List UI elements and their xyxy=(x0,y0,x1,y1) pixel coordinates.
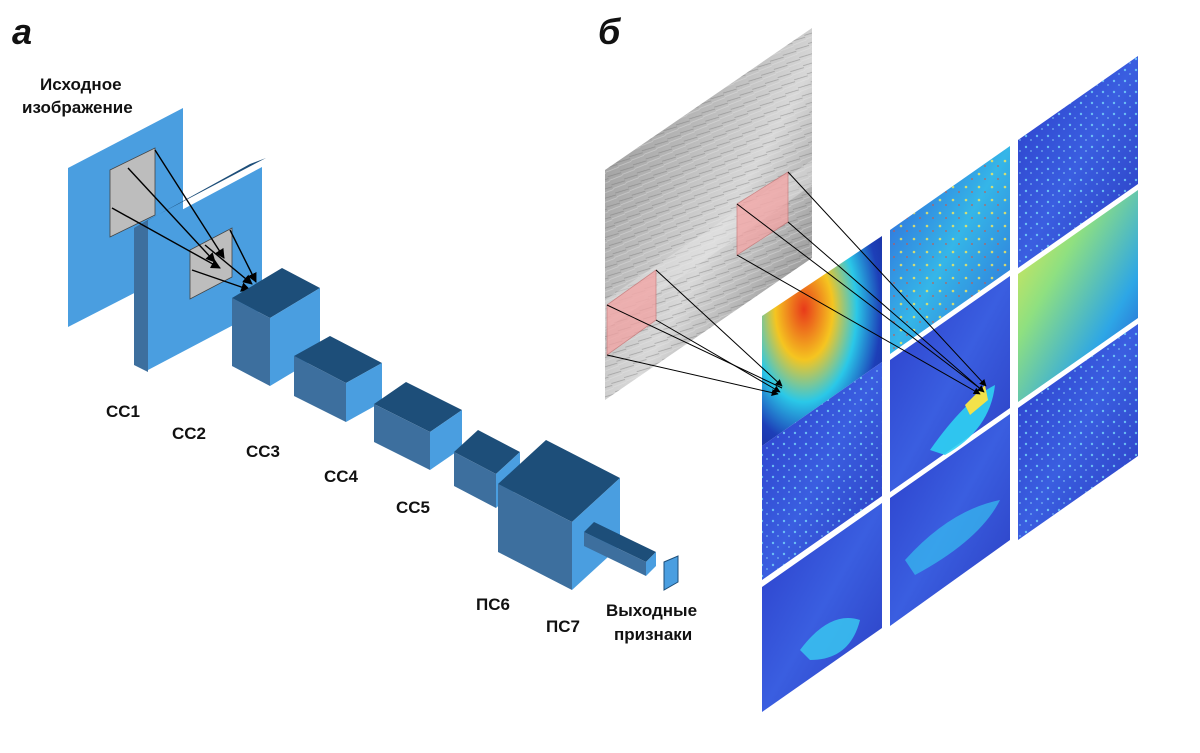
output-label-line1: Выходные xyxy=(606,601,697,620)
panel-a-letter: а xyxy=(12,11,32,52)
input-label-line2: изображение xyxy=(22,98,133,117)
feature-map-c3-r2 xyxy=(1018,190,1138,402)
conv-arrows-a xyxy=(111,149,257,292)
receptive-window-1 xyxy=(109,147,156,238)
input-photo-plane xyxy=(605,28,812,400)
feature-map-grid xyxy=(762,56,1138,712)
layer-pc7-block xyxy=(584,522,656,576)
layer-cc3-block xyxy=(294,336,382,422)
output-features-block xyxy=(663,555,679,591)
feature-map-c1-r3 xyxy=(762,503,882,712)
feature-map-c2-r3 xyxy=(890,414,1010,626)
feature-map-c2-r2 xyxy=(890,276,1010,492)
label-pc6: ПС6 xyxy=(476,595,510,614)
label-cc3: СС3 xyxy=(246,442,280,461)
label-pc7: ПС7 xyxy=(546,617,580,636)
label-cc2: СС2 xyxy=(172,424,206,443)
panel-b-letter: б xyxy=(598,11,622,52)
label-cc1: СС1 xyxy=(106,402,140,421)
label-cc4: СС4 xyxy=(324,467,359,486)
label-cc5: СС5 xyxy=(396,498,430,517)
input-label-line1: Исходное xyxy=(40,75,122,94)
projection-lines-b xyxy=(606,171,987,397)
output-label-line2: признаки xyxy=(614,625,692,644)
feature-map-c1-r1 xyxy=(762,236,882,446)
layer-cc4-block xyxy=(374,382,462,470)
